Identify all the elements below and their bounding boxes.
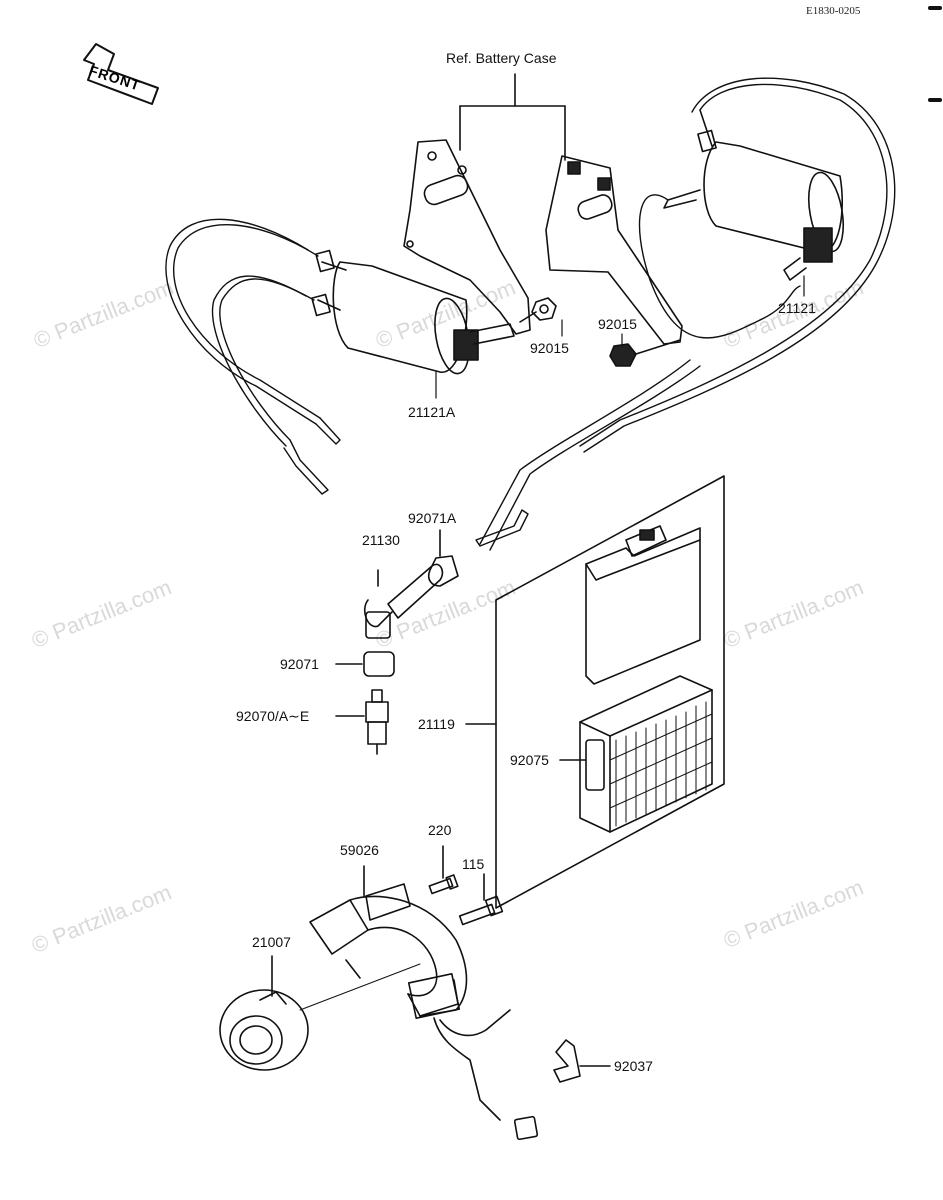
- igniter-unit: [585, 525, 701, 685]
- ring-92071: [335, 651, 395, 677]
- part-label-92015-left: 92015: [530, 340, 569, 356]
- reference-label: Ref. Battery Case: [446, 50, 557, 66]
- part-label-92037: 92037: [614, 1058, 653, 1074]
- ignition-coil-left: [311, 249, 515, 375]
- part-label-21007: 21007: [252, 934, 291, 950]
- bolt-115: [458, 873, 504, 926]
- leader-lines: [435, 275, 805, 399]
- left-bracket: [403, 139, 531, 335]
- part-label-220: 220: [428, 822, 452, 838]
- cap-92071A: [427, 529, 459, 587]
- screw-220: [428, 845, 459, 895]
- high-tension-leads: [165, 77, 896, 551]
- timing-rotor-21007: [219, 955, 309, 1071]
- clamp-92037: [553, 1039, 611, 1083]
- ignition-coil-right: [663, 109, 845, 281]
- nut-92015-right: [609, 339, 681, 367]
- pickup-coil-assembly: [299, 865, 539, 1141]
- nut-92015-left: [519, 297, 557, 323]
- battery-case-reference-lines: [459, 73, 566, 161]
- part-label-21130: 21130: [362, 532, 400, 548]
- part-label-21119: 21119: [418, 716, 455, 732]
- plug-cap-21130: [363, 563, 444, 639]
- part-label-92071A: 92071A: [408, 510, 457, 526]
- part-label-21121A: 21121A: [408, 404, 456, 420]
- front-arrow-icon: [83, 43, 159, 105]
- part-label-92071: 92071: [280, 656, 319, 672]
- part-label-92075: 92075: [510, 752, 549, 768]
- part-label-92070: 92070/A∼E: [236, 708, 310, 724]
- spark-plug-92070: [335, 689, 389, 755]
- cover-92075: [559, 675, 713, 833]
- part-label-92015-right: 92015: [598, 316, 637, 332]
- igniter-assembly-outline: [465, 475, 725, 909]
- diagram-code: E1830-0205: [806, 5, 861, 17]
- part-label-115: 115: [462, 856, 485, 872]
- part-label-59026: 59026: [340, 842, 379, 858]
- part-label-21121: 21121: [778, 300, 816, 316]
